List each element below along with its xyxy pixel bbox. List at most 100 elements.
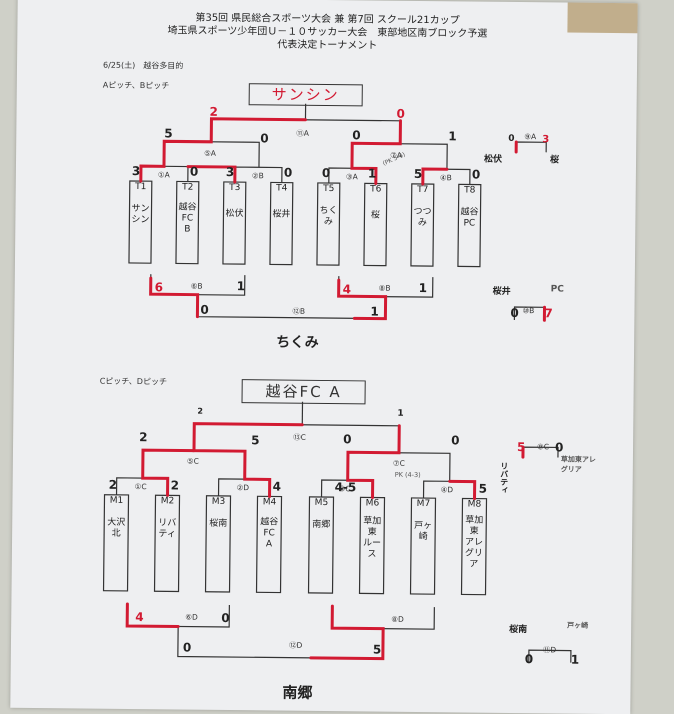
bottom-r1-4-label: ④D — [441, 485, 454, 494]
bottom-final-match-label: ⑬C — [293, 432, 306, 443]
bottom-lower-score-6: 5 — [373, 643, 382, 657]
team-name-t5: ちく み — [316, 206, 340, 228]
top-r1-score-3: 3 — [226, 165, 235, 179]
team-name-m3: 桜南 — [206, 519, 230, 530]
top-final-score-left: 2 — [209, 105, 218, 119]
top-lower-score-4: 1 — [419, 281, 428, 295]
bottom-semi1-score-right: 5 — [251, 433, 260, 447]
top-side2-right-score: 7 — [544, 306, 553, 320]
top-semi1-score-left: 5 — [164, 126, 173, 140]
team-name-t7: つつ み — [410, 207, 434, 229]
team-code-m3: M3 — [206, 497, 230, 507]
top-lower-winner: ちくみ — [276, 331, 319, 351]
team-code-t8: T8 — [458, 185, 482, 195]
team-name-t8: 越谷 PC — [457, 207, 481, 229]
bottom-lower-winner: 南郷 — [282, 682, 312, 703]
team-code-t4: T4 — [270, 183, 294, 193]
top-r1-score-2: 0 — [190, 165, 199, 179]
top-r1-3-label: ③A — [346, 172, 358, 181]
top-r1-4-label: ④B — [440, 173, 452, 182]
team-code-m5: M5 — [309, 498, 333, 508]
top-r1-score-1: 3 — [132, 164, 141, 178]
bottom-side-left-score: 5 — [517, 440, 526, 454]
top-lower-score-6: 1 — [370, 304, 379, 318]
top-side-right-team: 桜 — [550, 152, 559, 165]
top-side-match-2: ⑩B — [522, 306, 534, 315]
bottom-semi2-score-right: 0 — [451, 433, 460, 447]
team-code-t3: T3 — [223, 183, 247, 193]
bottom-semi2-score-left: 0 — [343, 432, 352, 446]
top-final-match-label: ⑪A — [296, 128, 309, 139]
team-code-m6: M6 — [360, 498, 384, 508]
top-semi1-label: ⑤A — [204, 149, 216, 158]
bottom-semi2-label: ⑦C — [393, 459, 405, 468]
team-code-t6: T6 — [364, 184, 388, 194]
bottom-r1-score-4: 4 — [273, 479, 282, 493]
bottom-side-match-1: ⑨C — [537, 442, 549, 451]
team-code-m4: M4 — [257, 497, 281, 507]
top-lower-score-1: 6 — [155, 280, 164, 294]
team-name-t3: 松伏 — [222, 209, 246, 220]
top-side-right-score: 3 — [542, 134, 549, 145]
bottom-r1-1-label: ①C — [135, 482, 147, 491]
bottom-r1-score-1: 2 — [109, 478, 118, 492]
team-name-m4: 越谷 FC A — [257, 517, 281, 550]
team-code-m7: M7 — [411, 499, 435, 509]
bottom-lower-match-2: ⑧D — [391, 615, 404, 624]
team-name-t6: 桜 — [363, 210, 387, 221]
top-side2-left-score: 0 — [510, 306, 519, 320]
top-r1-score-7: 5 — [414, 167, 423, 181]
top-r1-1-label: ①A — [158, 170, 170, 179]
bottom-side2-left-score: 0 — [525, 652, 534, 666]
team-name-m2: リバ ティ — [155, 518, 179, 540]
bottom-side-right-score: 0 — [555, 440, 564, 454]
top-semi1-score-right: 0 — [260, 131, 269, 145]
top-side-left-team: 松伏 — [484, 152, 502, 165]
team-code-m2: M2 — [155, 496, 179, 506]
top-lower-match-2: ⑧B — [379, 284, 391, 293]
team-code-t7: T7 — [411, 185, 435, 195]
team-name-m5: 南郷 — [309, 520, 333, 531]
bottom-final-score-left: 2 — [197, 407, 203, 416]
bottom-r1-score-8: 5 — [479, 482, 488, 496]
team-name-m1: 大沢 北 — [104, 518, 128, 540]
team-code-m1: M1 — [104, 496, 128, 506]
bottom-lower-score-2: 0 — [221, 611, 230, 625]
top-side2-right-team: PC — [551, 284, 564, 294]
bottom-side-right-team: 草加東アレグリア — [561, 454, 601, 474]
bottom-r1-score-6: 4-5 — [335, 480, 357, 494]
team-name-t4: 桜井 — [269, 209, 293, 220]
bottom-r1-score-2: 2 — [171, 478, 180, 492]
team-name-t1: サン シン — [128, 204, 152, 226]
bottom-pk-note: PK (4-3) — [395, 471, 421, 479]
bottom-final-score-right: 1 — [397, 409, 403, 419]
bottom-side2-left-team: 桜南 — [509, 622, 527, 635]
bottom-side2-right-score: 1 — [571, 653, 580, 667]
top-side2-left-team: 桜井 — [493, 284, 511, 297]
team-code-m8: M8 — [462, 499, 486, 509]
team-code-t2: T2 — [176, 182, 200, 192]
team-code-t5: T5 — [317, 184, 341, 194]
bottom-semi1-score-left: 2 — [139, 430, 148, 444]
bottom-lower-score-5: 0 — [183, 641, 192, 655]
top-lower-score-2: 1 — [237, 279, 246, 293]
top-lower-score-3: 4 — [343, 282, 352, 296]
top-lower-score-5: 0 — [200, 303, 209, 317]
team-code-t1: T1 — [129, 182, 153, 192]
top-r1-score-5: 0 — [322, 166, 331, 180]
top-lower-match-3: ⑫B — [292, 306, 305, 317]
bracket-lines — [10, 0, 637, 714]
top-side-match-1: ⑨A — [524, 132, 536, 141]
bottom-side-left-team: リバティ — [499, 462, 510, 494]
team-name-m8: 草加 東 アレ グリ ア — [462, 515, 487, 570]
bottom-lower-match-3: ⑫D — [289, 640, 302, 651]
team-name-t2: 越谷 FC B — [175, 202, 199, 235]
top-r1-2-label: ②B — [252, 171, 264, 180]
top-side-left-score: 0 — [508, 134, 514, 144]
top-r1-score-6: 1 — [368, 166, 377, 180]
bottom-side-match-2: ⑪D — [543, 644, 556, 655]
top-semi2-score-left: 0 — [352, 128, 361, 142]
team-name-m6: 草加 東 ルー ス — [360, 516, 384, 560]
team-name-m7: 戸ヶ 崎 — [411, 521, 435, 543]
top-r1-score-4: 0 — [284, 166, 293, 180]
